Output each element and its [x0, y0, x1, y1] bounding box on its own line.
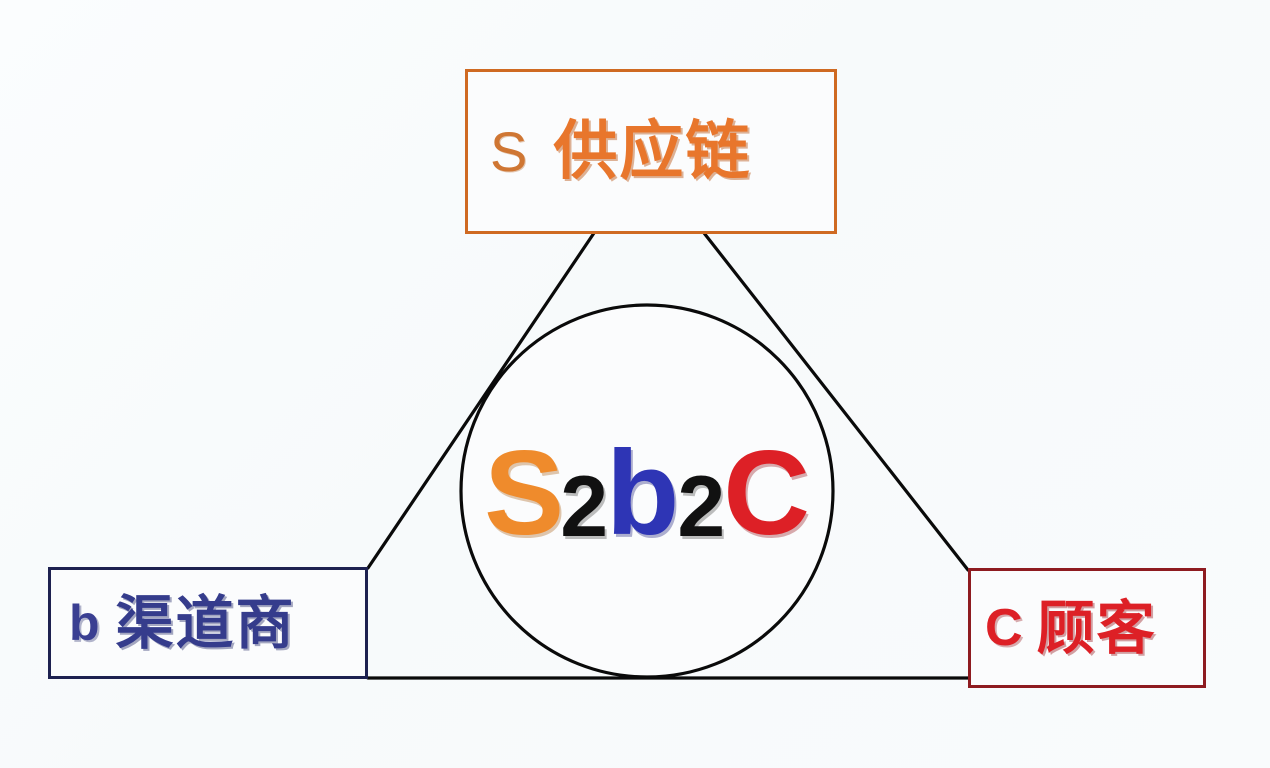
wordmark-digit-2-second: 2	[677, 459, 726, 555]
wordmark-digit-2-first: 2	[560, 459, 609, 555]
wordmark-letter-b: b	[606, 426, 680, 560]
node-box-customer[interactable]: C 顾客	[968, 568, 1206, 688]
node-letter-c: C	[985, 599, 1023, 657]
center-wordmark: S 2 b 2 C	[447, 418, 847, 568]
node-box-supply-chain[interactable]: S 供应链	[465, 69, 837, 234]
connector-supply-to-channel	[366, 231, 596, 570]
node-letter-b: b	[69, 595, 100, 651]
node-letter-s: S	[490, 119, 528, 183]
wordmark-letter-s: S	[484, 426, 565, 560]
node-label-supply-chain: 供应链	[553, 114, 752, 189]
node-box-channel[interactable]: b 渠道商	[48, 567, 368, 679]
wordmark-letter-c: C	[723, 426, 810, 560]
node-label-channel: 渠道商	[115, 589, 296, 657]
connector-supply-to-customer	[702, 231, 970, 572]
node-label-customer: 顾客	[1036, 594, 1157, 662]
center-circle	[459, 303, 835, 679]
